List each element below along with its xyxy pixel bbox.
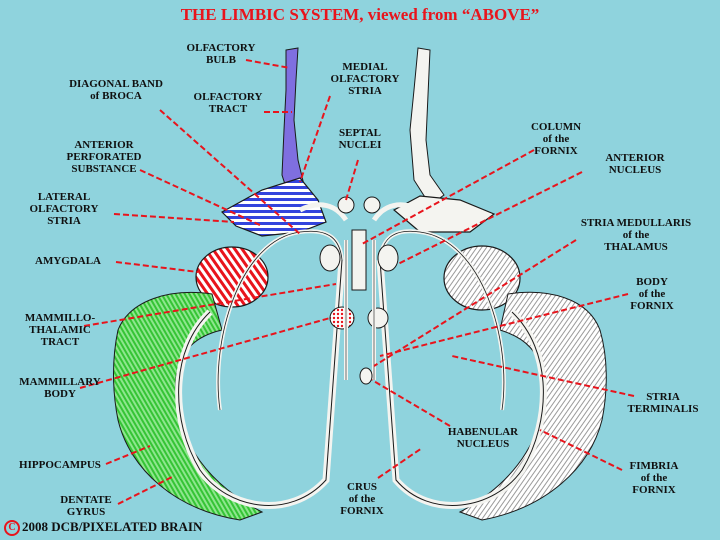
label-dentate-gyrus: DENTATE GYRUS <box>60 494 112 518</box>
label-habenular-nucleus: HABENULAR NUCLEUS <box>447 426 519 450</box>
label-mammillary-body: MAMMILLARY BODY <box>19 376 101 400</box>
label-diagonal-band: DIAGONAL BAND of BROCA <box>69 78 163 102</box>
septal-nucleus-right <box>363 196 381 214</box>
anterior-perforated-substance-shape <box>221 177 327 237</box>
leader-lines <box>79 59 635 505</box>
label-anterior-nucleus: ANTERIOR NUCLEUS <box>605 152 665 176</box>
right-olfactory-tract-shape <box>409 47 445 206</box>
label-lateral-olfactory-stria: LATERAL OLFACTORY STRIA <box>29 191 99 227</box>
label-stria-terminalis: STRIA TERMINALIS <box>627 391 699 415</box>
right-perforated-shape <box>392 195 496 233</box>
label-medial-olfactory-stria: MEDIAL OLFACTORY STRIA <box>330 61 400 97</box>
copyright-icon: C <box>4 520 20 536</box>
anterior-nucleus-right <box>377 244 399 272</box>
right-hippocampus-shape <box>458 291 607 521</box>
mammillary-body-shape <box>329 306 355 330</box>
hippocampus-shape <box>113 292 264 521</box>
label-amygdala: AMYGDALA <box>35 255 101 267</box>
label-mammillothalamic-tract: MAMMILLO- THALAMIC TRACT <box>24 312 96 348</box>
label-stria-medullaris: STRIA MEDULLARIS of the THALAMUS <box>580 217 692 253</box>
label-olfactory-bulb: OLFACTORY BULB <box>186 42 256 66</box>
habenular-nucleus-shape <box>359 367 373 385</box>
diagram-title: THE LIMBIC SYSTEM, viewed from “ABOVE” <box>180 5 540 24</box>
fornix-column <box>351 229 367 291</box>
label-column-fornix: COLUMN of the FORNIX <box>530 121 582 157</box>
credit-text: 2008 DCB/PIXELATED BRAIN <box>22 519 203 534</box>
label-anterior-perforated-substance: ANTERIOR PERFORATED SUBSTANCE <box>66 139 142 175</box>
label-hippocampus: HIPPOCAMPUS <box>19 459 101 471</box>
label-septal-nuclei: SEPTAL NUCLEI <box>338 127 382 151</box>
right-amygdala-shape <box>443 245 521 311</box>
label-fimbria-fornix: FIMBRIA of the FORNIX <box>629 460 679 496</box>
label-body-fornix: BODY of the FORNIX <box>630 276 674 312</box>
anterior-nucleus-left <box>319 244 341 272</box>
label-olfactory-tract: OLFACTORY TRACT <box>193 91 263 115</box>
label-crus-fornix: CRUS of the FORNIX <box>340 481 384 517</box>
